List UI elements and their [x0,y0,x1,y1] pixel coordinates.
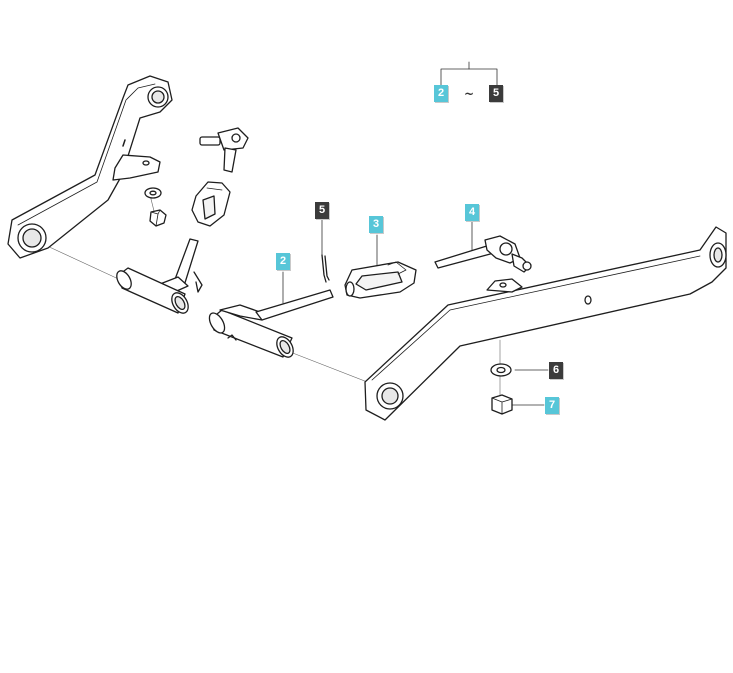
left-clevis [191,181,231,227]
callout-range-start: 2 [434,85,448,102]
cotter-pin [321,254,330,283]
right-nut [491,394,513,415]
callout-range-end: 5 [489,85,503,102]
callout-leaders [282,61,549,406]
left-tube [116,267,189,314]
center-clevis [344,261,417,299]
left-lift-arm [7,75,173,259]
callout-clevis: 3 [369,216,383,233]
callout-pin: 2 [276,253,290,270]
callout-rod-end: 4 [465,204,479,221]
center-tube-pin [208,289,334,358]
right-lift-arm [364,226,727,421]
right-rod-end [434,235,532,273]
callout-cotter-pin: 5 [315,202,329,219]
left-rod-end [199,127,249,173]
callout-nut: 7 [545,397,559,414]
callout-range-separator: ~ [464,87,475,101]
callout-washer: 6 [549,362,563,379]
left-washer-nut [144,187,167,227]
right-washer [490,363,512,377]
